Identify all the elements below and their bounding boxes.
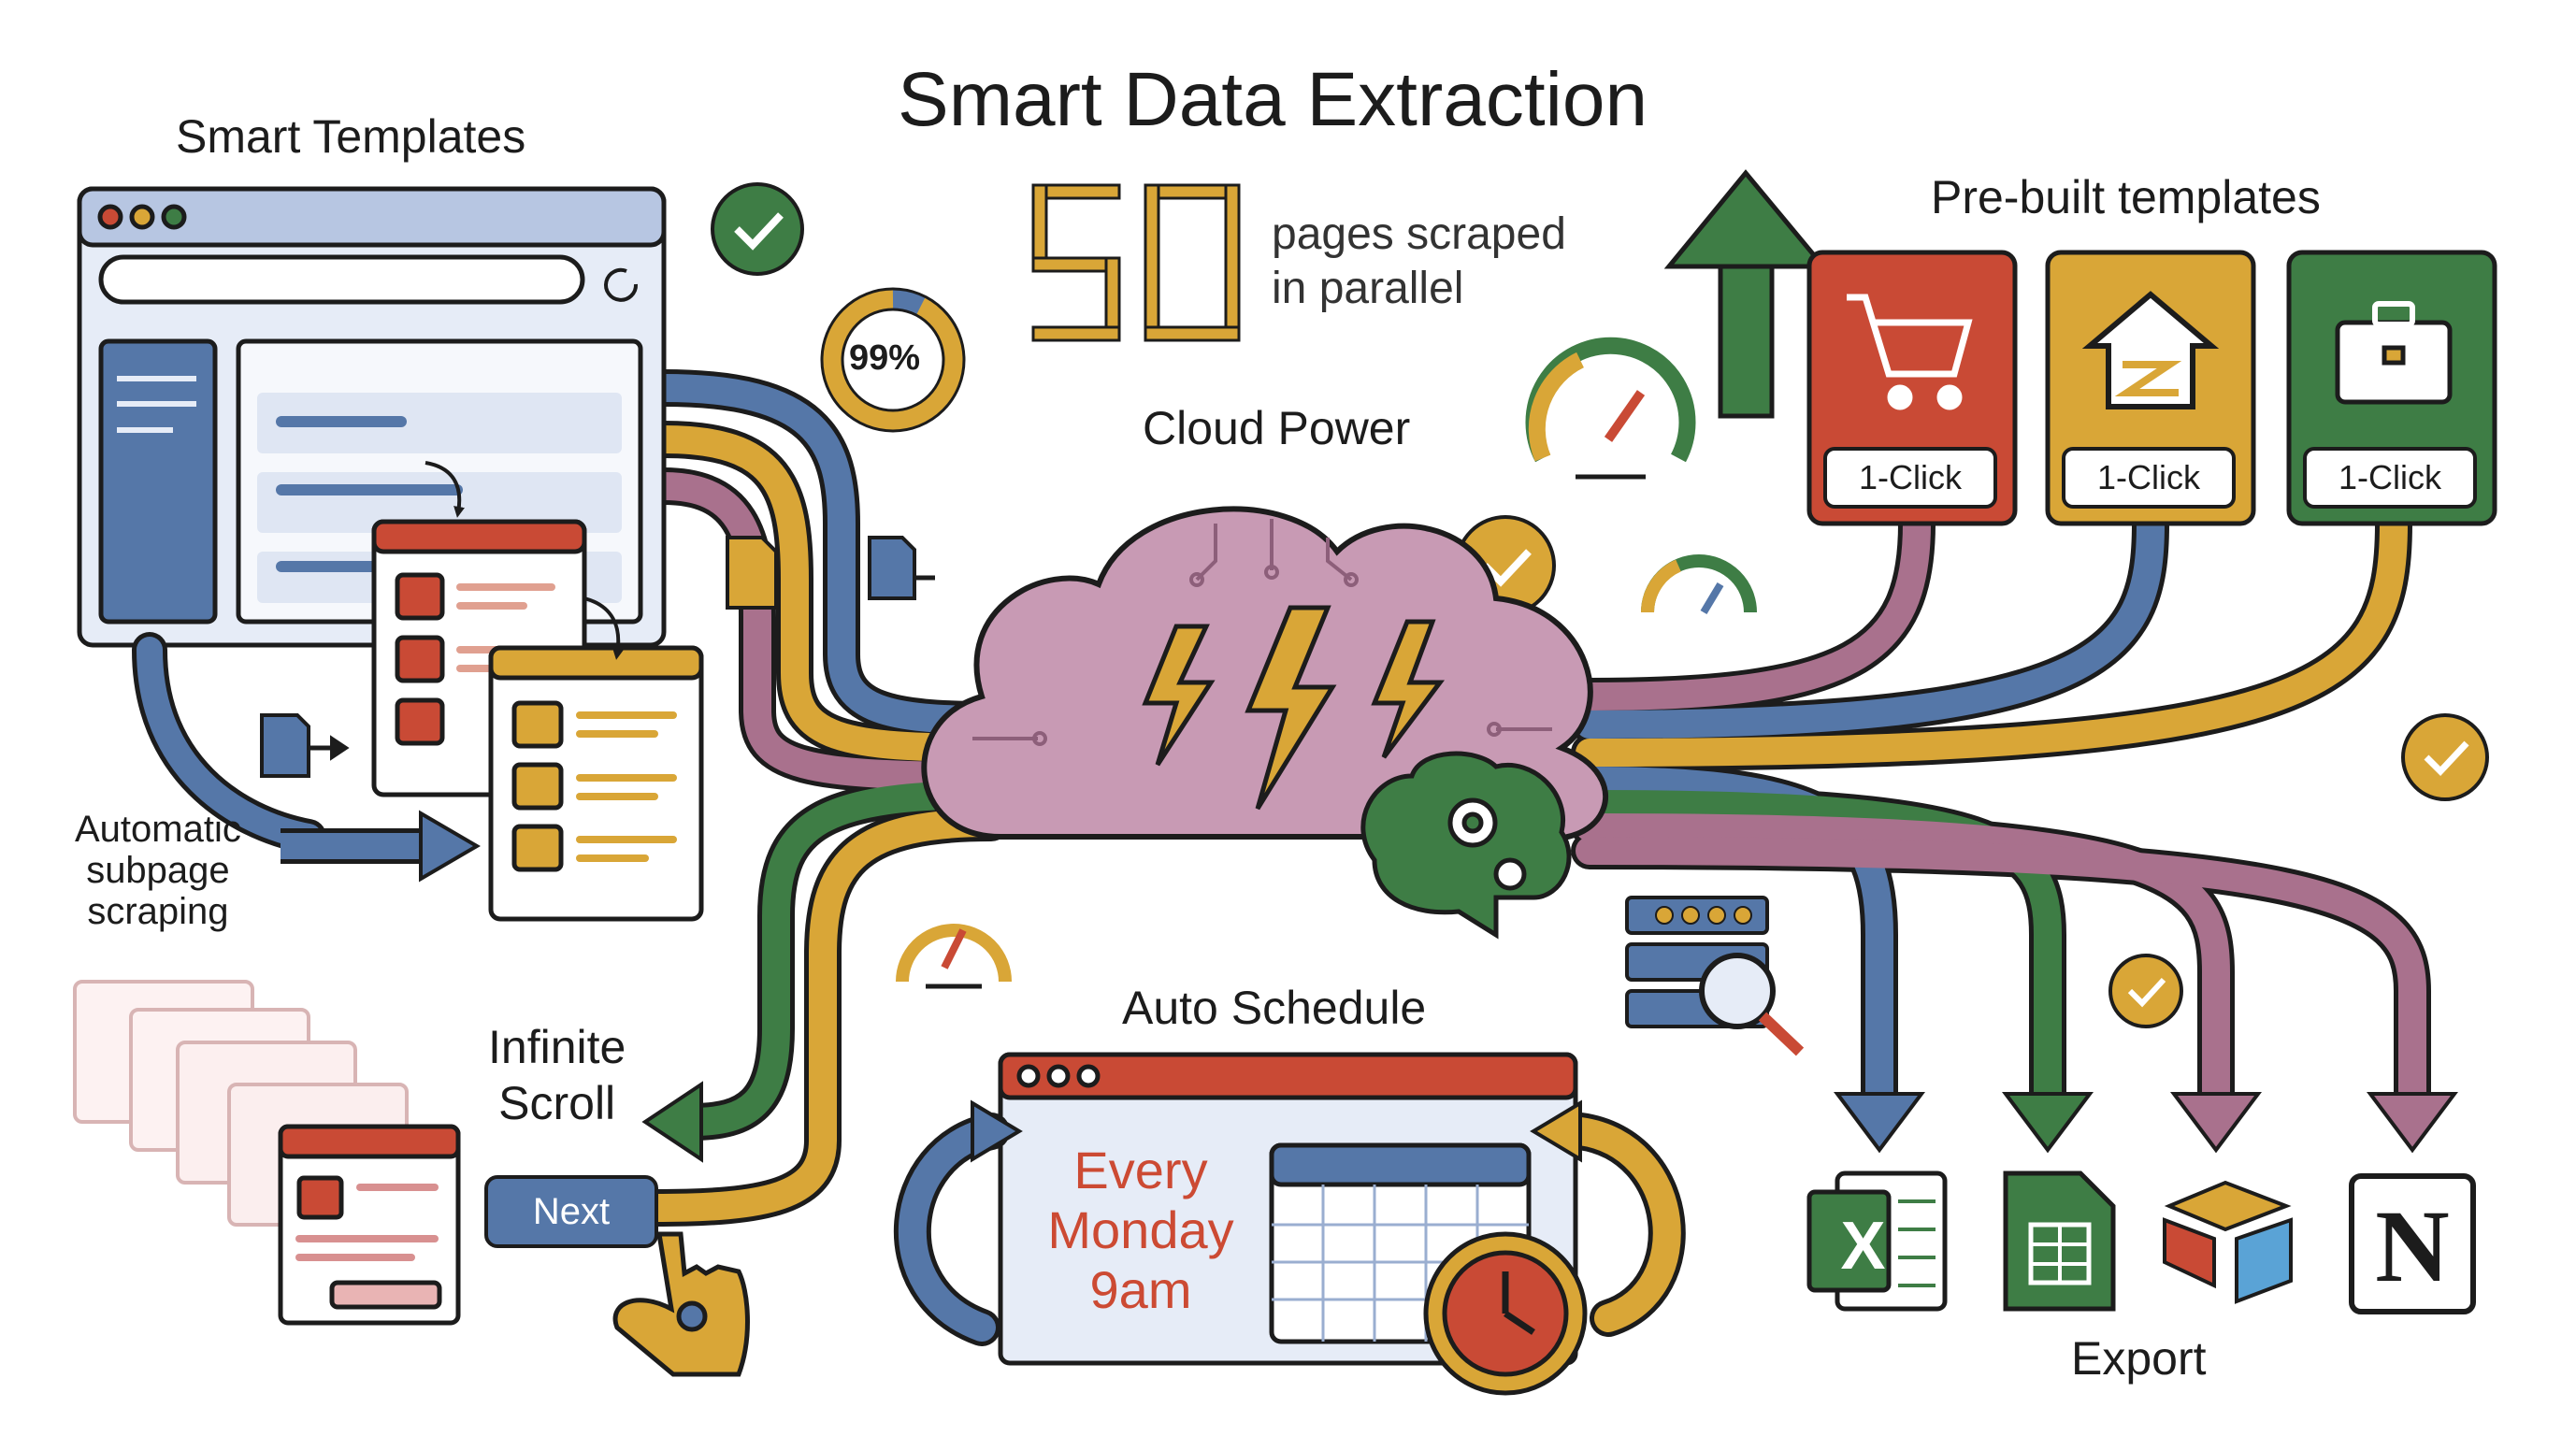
- flow-bands: [636, 369, 2458, 1227]
- google-sheets-icon[interactable]: [2003, 1170, 2116, 1312]
- stat-value: 50: [0, 0, 1, 1]
- clock-icon: [1423, 1231, 1588, 1396]
- one-click-button-jobs[interactable]: 1-Click: [2303, 447, 2477, 509]
- excel-glyph: X: [1840, 1209, 1886, 1284]
- excel-icon[interactable]: [1806, 1170, 1948, 1312]
- subpage-caption-line3: scraping: [87, 891, 229, 932]
- section-title-cloud-power: Cloud Power: [1143, 402, 1411, 454]
- lightning-icon: [1142, 605, 1445, 811]
- subpage-caption-line2: subpage: [86, 850, 230, 891]
- airtable-icon[interactable]: [2163, 1180, 2293, 1304]
- section-title-export: Export: [2071, 1332, 2207, 1385]
- one-click-button-realestate[interactable]: 1-Click: [2062, 447, 2236, 509]
- search-ratings-icon: [1625, 896, 1805, 1056]
- progress-label: 99%: [849, 338, 921, 378]
- page-card-front: [278, 1124, 461, 1326]
- subpage-arrow: [132, 632, 481, 883]
- infinite-scroll-caption: Infinite Scroll: [488, 1019, 626, 1131]
- one-click-button-shopping[interactable]: 1-Click: [1823, 447, 1997, 509]
- schedule-line3: 9am: [1089, 1260, 1192, 1319]
- pointer-hand-icon: [612, 1231, 750, 1377]
- stat-caption-line1: pages scraped: [1272, 209, 1566, 259]
- page-title: Smart Data Extraction: [898, 57, 1648, 142]
- subpage-caption: Automatic subpage scraping: [75, 809, 241, 932]
- speedometer-icon: [896, 337, 1757, 989]
- next-button[interactable]: Next: [484, 1175, 658, 1248]
- infinite-scroll-line2: Scroll: [498, 1077, 616, 1129]
- growth-arrow: [1663, 169, 1829, 419]
- house-icon: [2081, 291, 2220, 409]
- curl-arrows: [425, 461, 624, 660]
- notion-glyph: N: [2375, 1189, 2450, 1303]
- stat-caption: pages scraped in parallel: [1272, 208, 1566, 316]
- section-title-auto-schedule: Auto Schedule: [1122, 982, 1427, 1034]
- section-title-prebuilt: Pre-built templates: [1931, 171, 2321, 223]
- document-icon: [260, 536, 935, 778]
- stat-value-display: [1031, 183, 1241, 342]
- schedule-text: Every Monday 9am: [1010, 1141, 1272, 1320]
- subpage-card-gold: [488, 645, 704, 922]
- subpage-caption-line1: Automatic: [75, 809, 241, 850]
- progress-ring: [820, 287, 966, 433]
- calendar-icon: [1269, 1142, 1532, 1344]
- infinite-scroll-line1: Infinite: [488, 1021, 626, 1073]
- section-title-smart-templates: Smart Templates: [176, 110, 526, 163]
- schedule-line1: Every: [1073, 1141, 1208, 1199]
- notion-icon[interactable]: [2349, 1173, 2476, 1314]
- cart-icon: [1847, 294, 1973, 410]
- briefcase-icon: [2335, 301, 2453, 405]
- refresh-arrows: [893, 1099, 1686, 1346]
- stat-caption-line2: in parallel: [1272, 264, 1464, 313]
- schedule-line2: Monday: [1047, 1200, 1234, 1259]
- brain-gear-icon: [1360, 751, 1572, 940]
